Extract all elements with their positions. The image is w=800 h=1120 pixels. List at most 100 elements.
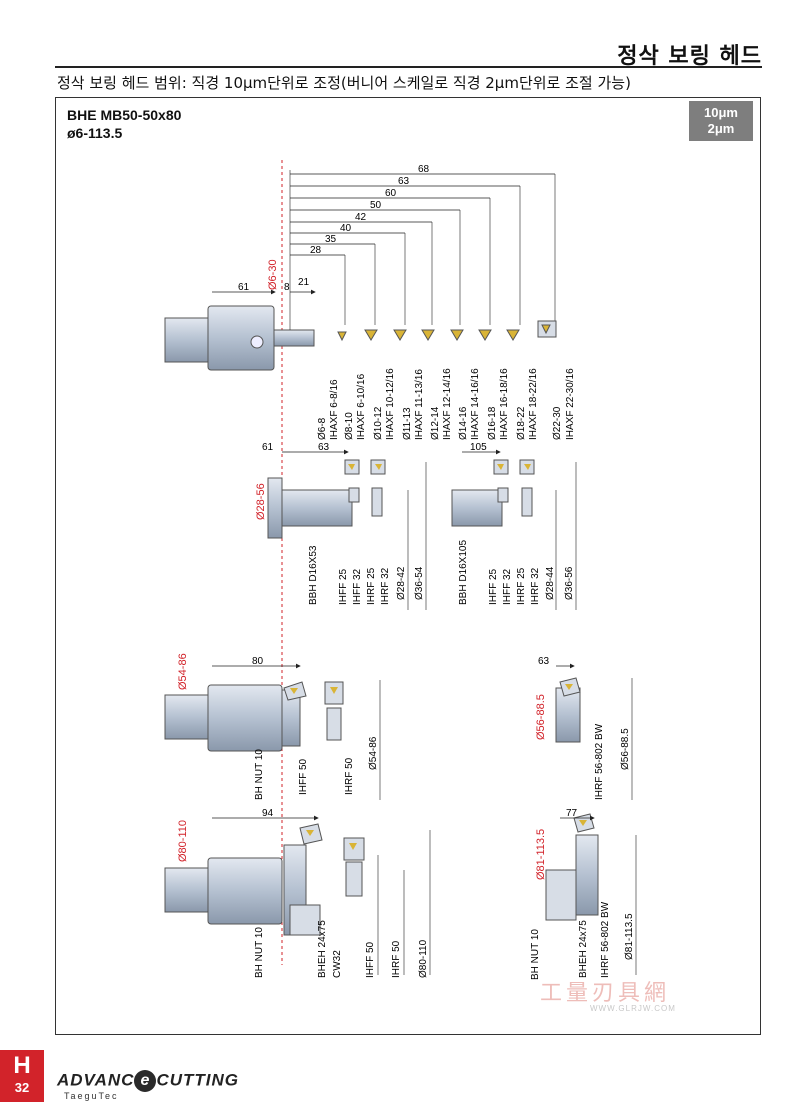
d3-label-0: BH NUT 10 xyxy=(254,749,265,800)
brand-pre: ADVANC xyxy=(57,1070,135,1090)
badge-line-1: 10μm xyxy=(704,105,738,120)
insert-dia-4: Ø12-14 xyxy=(430,406,441,440)
reach-60: 60 xyxy=(385,188,397,199)
insert-code-7: IHAXF 18-22/16 xyxy=(528,368,539,440)
diagram-4: Ø56-88.5 63 IHRF 56-802 BW Ø56-88.5 xyxy=(535,656,633,800)
model-range: ø6-113.5 xyxy=(67,125,123,141)
d2-left-3: IHRF 25 xyxy=(366,567,377,605)
reach-35: 35 xyxy=(325,234,337,245)
brand-sub: TaeguTec xyxy=(64,1091,119,1101)
diagram-1: Ø6-30 61 8 21 68 63 60 50 42 40 xyxy=(164,164,576,440)
insert-code-6: IHAXF 16-18/16 xyxy=(499,368,510,440)
insert-code-5: IHAXF 14-16/16 xyxy=(470,368,481,440)
d2-left-1: IHFF 25 xyxy=(338,568,349,605)
model-name: BHE MB50-50x80 xyxy=(67,107,182,123)
d3-label-1: IHFF 50 xyxy=(298,758,309,795)
d5-label-4: IHRF 50 xyxy=(391,940,402,978)
d2-right-4: IHRF 32 xyxy=(530,567,541,605)
section-letter: H xyxy=(13,1052,31,1079)
insert-dia-6: Ø16-18 xyxy=(487,406,498,440)
dim-105: 105 xyxy=(470,442,487,453)
insert-code-4: IHAXF 12-14/16 xyxy=(442,368,453,440)
reach-42: 42 xyxy=(355,212,367,223)
d4-label-0: IHRF 56-802 BW xyxy=(594,723,605,800)
section-tab: H 32 xyxy=(0,1050,44,1102)
insert-dia-8: Ø22-30 xyxy=(552,406,563,440)
d2-left-4: IHRF 32 xyxy=(380,567,391,605)
dim-80: 80 xyxy=(252,656,264,667)
diagram-6: Ø81-113.5 77 BH NUT 10 BHEH 24x75 IHRF 5… xyxy=(530,808,637,980)
d5-label-3: IHFF 50 xyxy=(365,941,376,978)
brand-e-icon: e xyxy=(134,1070,157,1092)
reach-50: 50 xyxy=(370,200,382,211)
reach-28: 28 xyxy=(310,245,322,256)
d3-label-3: Ø54-86 xyxy=(368,736,379,770)
brand-post: CUTTING xyxy=(156,1070,240,1090)
d5-label-0: BH NUT 10 xyxy=(254,927,265,978)
dim-63b: 63 xyxy=(538,656,550,667)
d6-label-0: BH NUT 10 xyxy=(530,929,541,980)
d2-right-3: IHRF 25 xyxy=(516,567,527,605)
precision-badge: 10μm 2μm xyxy=(689,101,753,141)
page-number: 32 xyxy=(14,1080,30,1095)
insert-code-0: IHAXF 6-8/16 xyxy=(329,379,340,440)
d6-label-3: Ø81-113.5 xyxy=(624,913,635,960)
watermark-url: WWW.GLRJW.COM xyxy=(590,1004,676,1013)
insert-dia-7: Ø18-22 xyxy=(516,406,527,440)
diagram-3: Ø54-86 80 BH NUT 10 IHFF 50 IHRF 50 Ø54-… xyxy=(164,653,381,800)
range-label-3: Ø54-86 xyxy=(177,653,189,690)
d2-right-0: BBH D16X105 xyxy=(458,540,469,605)
page-subtitle: 정삭 보링 헤드 범위: 직경 10μm단위로 조정(버니어 스케일로 직경 2… xyxy=(57,74,631,92)
range-label-6: Ø81-113.5 xyxy=(535,829,547,880)
d2-left-0: BBH D16X53 xyxy=(308,545,319,605)
insert-code-8: IHAXF 22-30/16 xyxy=(565,368,576,440)
d2-right-5: Ø28-44 xyxy=(545,566,556,600)
dim-21: 21 xyxy=(298,277,310,288)
reach-68: 68 xyxy=(418,164,430,175)
d3-label-2: IHRF 50 xyxy=(344,757,355,795)
dim-61: 61 xyxy=(238,282,250,293)
d2-right-2: IHFF 32 xyxy=(502,568,513,605)
watermark-text: 工量刃具網 xyxy=(540,981,671,1006)
insert-dia-0: Ø6-8 xyxy=(317,417,328,440)
page-title: 정삭 보링 헤드 xyxy=(617,44,762,69)
dim-63: 63 xyxy=(318,442,330,453)
reach-63: 63 xyxy=(398,176,410,187)
insert-dia-5: Ø14-16 xyxy=(458,406,469,440)
dim-77: 77 xyxy=(566,808,578,819)
d2-right-1: IHFF 25 xyxy=(488,568,499,605)
d5-label-5: Ø80-110 xyxy=(418,939,429,978)
diagram-5: Ø80-110 94 BH NUT 10 BHEH 24x75 CW32 IHF… xyxy=(164,808,431,978)
d6-label-1: BHEH 24x75 xyxy=(578,920,589,978)
diagram-frame xyxy=(55,97,761,1035)
insert-code-3: IHAXF 11-13/16 xyxy=(414,369,425,440)
badge-line-2: 2μm xyxy=(707,121,735,136)
insert-code-2: IHAXF 10-12/16 xyxy=(385,368,396,440)
insert-dia-1: Ø8-10 xyxy=(344,412,355,440)
d2-left-6: Ø36-54 xyxy=(414,566,425,600)
diagram-2: Ø28-56 61 63 BBH D16X53 IHFF 25 IHFF 32 … xyxy=(255,442,577,610)
range-label-5: Ø80-110 xyxy=(177,820,189,862)
d6-label-2: IHRF 56-802 BW xyxy=(600,901,611,978)
insert-dia-3: Ø11-13 xyxy=(402,407,413,440)
d2-right-6: Ø36-56 xyxy=(564,566,575,600)
title-rule xyxy=(55,66,762,68)
insert-code-1: IHAXF 6-10/16 xyxy=(356,373,367,440)
d2-left-5: Ø28-42 xyxy=(396,566,407,600)
d4-label-1: Ø56-88.5 xyxy=(620,728,631,770)
reach-40: 40 xyxy=(340,223,352,234)
d5-label-1: BHEH 24x75 xyxy=(317,920,328,978)
range-label-4: Ø56-88.5 xyxy=(535,694,547,740)
d5-label-2: CW32 xyxy=(332,950,343,978)
insert-labels: Ø6-8 IHAXF 6-8/16 Ø8-10 IHAXF 6-10/16 Ø1… xyxy=(317,368,576,440)
boring-head-1 xyxy=(164,305,315,371)
dim-61b: 61 xyxy=(262,442,274,453)
insert-row xyxy=(337,320,557,342)
dim-94: 94 xyxy=(262,808,274,819)
reach-dimensions: 68 63 60 50 42 40 35 28 xyxy=(289,164,556,330)
range-label-1: Ø6-30 xyxy=(267,259,279,290)
dim-8: 8 xyxy=(284,282,290,293)
d2-left-2: IHFF 32 xyxy=(352,568,363,605)
